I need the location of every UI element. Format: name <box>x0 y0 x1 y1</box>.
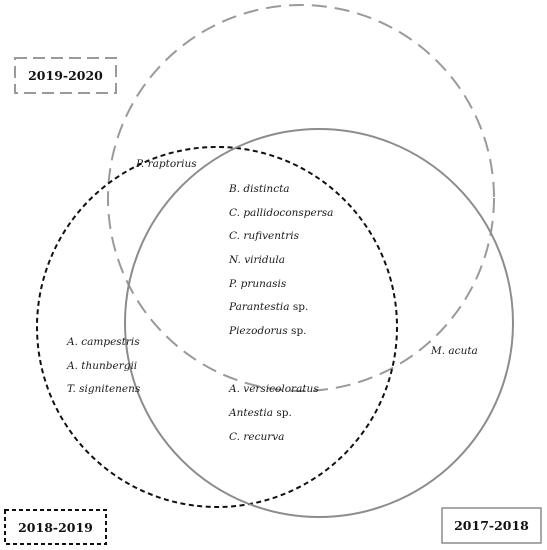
species-label-name: Antestia <box>228 407 273 419</box>
set-label-2017-2018: 2017-2018 <box>441 507 542 544</box>
set-label-2019-2020: 2019-2020 <box>14 57 117 94</box>
species-label: Parantestia sp. <box>228 301 308 313</box>
species-label: T. signitenens <box>67 383 141 395</box>
species-label-suffix: sp. <box>273 407 292 419</box>
circle-2018-2019 <box>36 146 398 508</box>
region-2018-2019-and-2017-2018: A. versicoloratus Antestia sp. C. recurv… <box>228 383 319 443</box>
region-2018-2019-only: A. campestris A. thunbergii T. signitene… <box>66 336 141 395</box>
species-label: A. campestris <box>66 336 140 348</box>
region-2017-2018-only: M. acuta <box>430 345 478 357</box>
species-label-name: P. prunasis <box>228 278 287 290</box>
circle-2019-2020 <box>107 4 495 392</box>
set-label-2018-2019-text: 2018-2019 <box>18 520 93 535</box>
circle-2017-2018 <box>124 128 514 518</box>
species-label: N. viridula <box>228 254 285 266</box>
species-label: A. versicoloratus <box>228 383 319 395</box>
set-label-2018-2019: 2018-2019 <box>4 509 107 545</box>
species-label: B. distincta <box>228 183 290 195</box>
species-label: Piezodorus sp. <box>228 325 307 337</box>
species-label: P. prunasis <box>228 278 287 290</box>
species-label: C. pallidoconspersa <box>229 207 333 219</box>
species-label: A. thunbergii <box>66 360 137 372</box>
species-label: Antestia sp. <box>228 407 292 419</box>
species-label: C. recurva <box>229 431 284 443</box>
species-label: P. raptorius <box>135 158 197 170</box>
species-label-name: Piezodorus <box>228 325 288 337</box>
set-label-2017-2018-text: 2017-2018 <box>454 518 529 533</box>
species-label: M. acuta <box>430 345 478 357</box>
set-label-2019-2020-text: 2019-2020 <box>28 68 103 83</box>
species-label-suffix: sp. <box>290 301 309 313</box>
species-label-suffix: sp. <box>288 325 307 337</box>
region-all-three: B. distincta C. pallidoconspersa C. rufi… <box>228 183 333 337</box>
species-label-name: Parantestia <box>228 301 290 313</box>
species-label: C. rufiventris <box>229 230 300 242</box>
region-2019-2020-and-2018-2019: P. raptorius <box>135 158 197 170</box>
